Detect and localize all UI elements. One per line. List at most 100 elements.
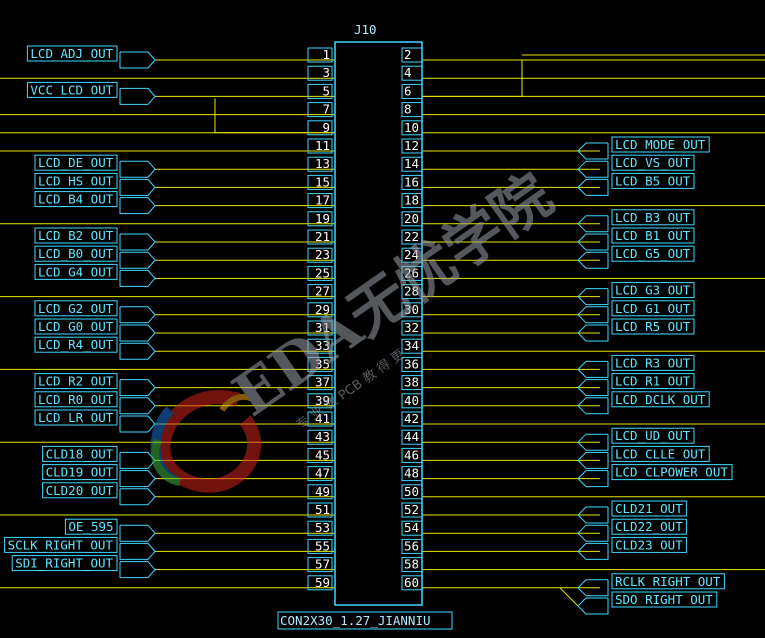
pin-number-box-40 xyxy=(401,393,423,409)
net-label-LCD_R3_OUT: LCD_R3_OUT xyxy=(615,355,691,370)
net-label-box-LCD_R0_OUT xyxy=(34,391,118,408)
pin-number-box-21 xyxy=(307,229,333,245)
port-arrow-SCLK_RIGHT_OUT xyxy=(119,542,156,560)
port-arrow-LCD_R1_OUT xyxy=(577,379,609,397)
pin-number-box-6 xyxy=(401,83,423,99)
ports-layer: LCD_ADJ_OUTVCC_LCD_OUTLCD_DE_OUTLCD_HS_O… xyxy=(4,45,733,615)
pin-number-29: 29 xyxy=(315,302,330,317)
net-label-LCD_G5_OUT: LCD_G5_OUT xyxy=(615,246,691,261)
pin-number-15: 15 xyxy=(315,174,330,189)
pin-number-26: 26 xyxy=(404,265,419,280)
net-label-CLD19_OUT: CLD19_OUT xyxy=(46,465,114,480)
pin-number-6: 6 xyxy=(404,83,412,98)
net-label-box-LCD_CLLE_OUT xyxy=(611,445,710,462)
pin-number-50: 50 xyxy=(404,484,419,499)
pin-number-box-57 xyxy=(307,557,333,573)
pin-number-box-46 xyxy=(401,447,423,463)
port-arrow-CLD23_OUT xyxy=(577,542,609,560)
net-label-box-LCD_MODE_OUT xyxy=(611,136,710,153)
net-label-box-LCD_HS_OUT xyxy=(34,172,118,189)
pin-number-37: 37 xyxy=(315,375,330,390)
pin-number-box-24 xyxy=(401,247,423,263)
net-label-box-LCD_UD_OUT xyxy=(611,427,695,444)
pin-number-box-28 xyxy=(401,284,423,300)
designator-label: J10 xyxy=(354,22,377,37)
wire-extra-SDO_RIGHT_OUT xyxy=(559,587,579,607)
pin-number-20: 20 xyxy=(404,211,419,226)
pin-number-9: 9 xyxy=(322,120,330,135)
pin-number-box-47 xyxy=(307,466,333,482)
pin-number-44: 44 xyxy=(404,429,419,444)
pin-number-box-1 xyxy=(307,47,333,63)
net-label-LCD_B5_OUT: LCD_B5_OUT xyxy=(615,173,691,188)
net-label-LCD_UD_OUT: LCD_UD_OUT xyxy=(615,428,691,443)
pin-number-box-53 xyxy=(307,520,333,536)
pin-number-8: 8 xyxy=(404,102,412,117)
port-arrow-LCD_R0_OUT xyxy=(119,397,156,415)
wires-layer xyxy=(0,54,765,607)
port-arrow-LCD_CLPOWER_OUT xyxy=(577,470,609,488)
pin-number-box-30 xyxy=(401,302,423,318)
pin-number-38: 38 xyxy=(404,375,419,390)
pin-number-box-45 xyxy=(307,447,333,463)
net-label-CLD21_OUT: CLD21_OUT xyxy=(615,501,683,516)
net-label-LCD_G1_OUT: LCD_G1_OUT xyxy=(615,301,691,316)
net-label-box-CLD23_OUT xyxy=(611,536,687,553)
pin-number-49: 49 xyxy=(315,484,330,499)
net-label-box-LCD_B0_OUT xyxy=(34,245,118,262)
pin-number-4: 4 xyxy=(404,65,412,80)
pin-number-7: 7 xyxy=(322,102,330,117)
pin-number-box-19 xyxy=(307,211,333,227)
pin-number-box-18 xyxy=(401,193,423,209)
pin-number-42: 42 xyxy=(404,411,419,426)
port-arrow-LCD_B5_OUT xyxy=(577,178,609,196)
net-label-LCD_MODE_OUT: LCD_MODE_OUT xyxy=(615,137,706,152)
pin-number-box-35 xyxy=(307,356,333,372)
pin-number-40: 40 xyxy=(404,393,419,408)
net-label-box-LCD_R3_OUT xyxy=(611,354,695,371)
pin-number-36: 36 xyxy=(404,356,419,371)
port-arrow-LCD_B2_OUT xyxy=(119,233,156,251)
port-arrow-LCD_B4_OUT xyxy=(119,197,156,215)
pin-number-2: 2 xyxy=(404,47,412,62)
pins-layer: 1357911131517192123252729313335373941434… xyxy=(307,47,423,591)
pin-number-43: 43 xyxy=(315,429,330,444)
port-arrow-LCD_VS_OUT xyxy=(577,160,609,178)
net-label-LCD_B0_OUT: LCD_B0_OUT xyxy=(38,246,114,261)
net-label-box-LCD_B4_OUT xyxy=(34,191,118,208)
net-label-SDI_RIGHT_OUT: SDI_RIGHT_OUT xyxy=(15,556,113,571)
pin-number-16: 16 xyxy=(404,174,419,189)
pin-number-5: 5 xyxy=(322,83,330,98)
pin-number-box-52 xyxy=(401,502,423,518)
pin-number-24: 24 xyxy=(404,247,419,262)
pin-number-box-55 xyxy=(307,538,333,554)
port-arrow-CLD22_OUT xyxy=(577,524,609,542)
port-arrow-LCD_DCLK_OUT xyxy=(577,397,609,415)
net-label-box-VCC_LCD_OUT xyxy=(26,81,118,98)
pin-number-32: 32 xyxy=(404,320,419,335)
watermark-text: EDA无忧学院 xyxy=(221,161,564,430)
port-arrow-LCD_B0_OUT xyxy=(119,251,156,269)
pin-number-58: 58 xyxy=(404,557,419,572)
pin-number-28: 28 xyxy=(404,284,419,299)
net-label-box-LCD_LR_OUT xyxy=(34,409,118,426)
port-arrow-LCD_MODE_OUT xyxy=(577,142,609,160)
net-label-box-LCD_B2_OUT xyxy=(34,227,118,244)
net-label-box-SDO_RIGHT_OUT xyxy=(611,591,718,608)
pin-number-19: 19 xyxy=(315,211,330,226)
port-arrow-LCD_B1_OUT xyxy=(577,233,609,251)
port-arrow-OE_595 xyxy=(119,524,156,542)
net-label-LCD_G0_OUT: LCD_G0_OUT xyxy=(38,319,114,334)
pin-number-box-49 xyxy=(307,484,333,500)
net-label-LCD_R4_OUT: LCD_R4_OUT xyxy=(38,337,114,352)
net-label-box-LCD_G0_OUT xyxy=(34,318,118,335)
net-label-box-LCD_R1_OUT xyxy=(611,373,695,390)
port-arrow-LCD_G0_OUT xyxy=(119,324,156,342)
pin-number-box-36 xyxy=(401,356,423,372)
pin-number-box-54 xyxy=(401,520,423,536)
pin-number-59: 59 xyxy=(315,575,330,590)
net-label-box-LCD_VS_OUT xyxy=(611,154,695,171)
port-arrow-SDI_RIGHT_OUT xyxy=(119,561,156,579)
net-label-LCD_G4_OUT: LCD_G4_OUT xyxy=(38,264,114,279)
